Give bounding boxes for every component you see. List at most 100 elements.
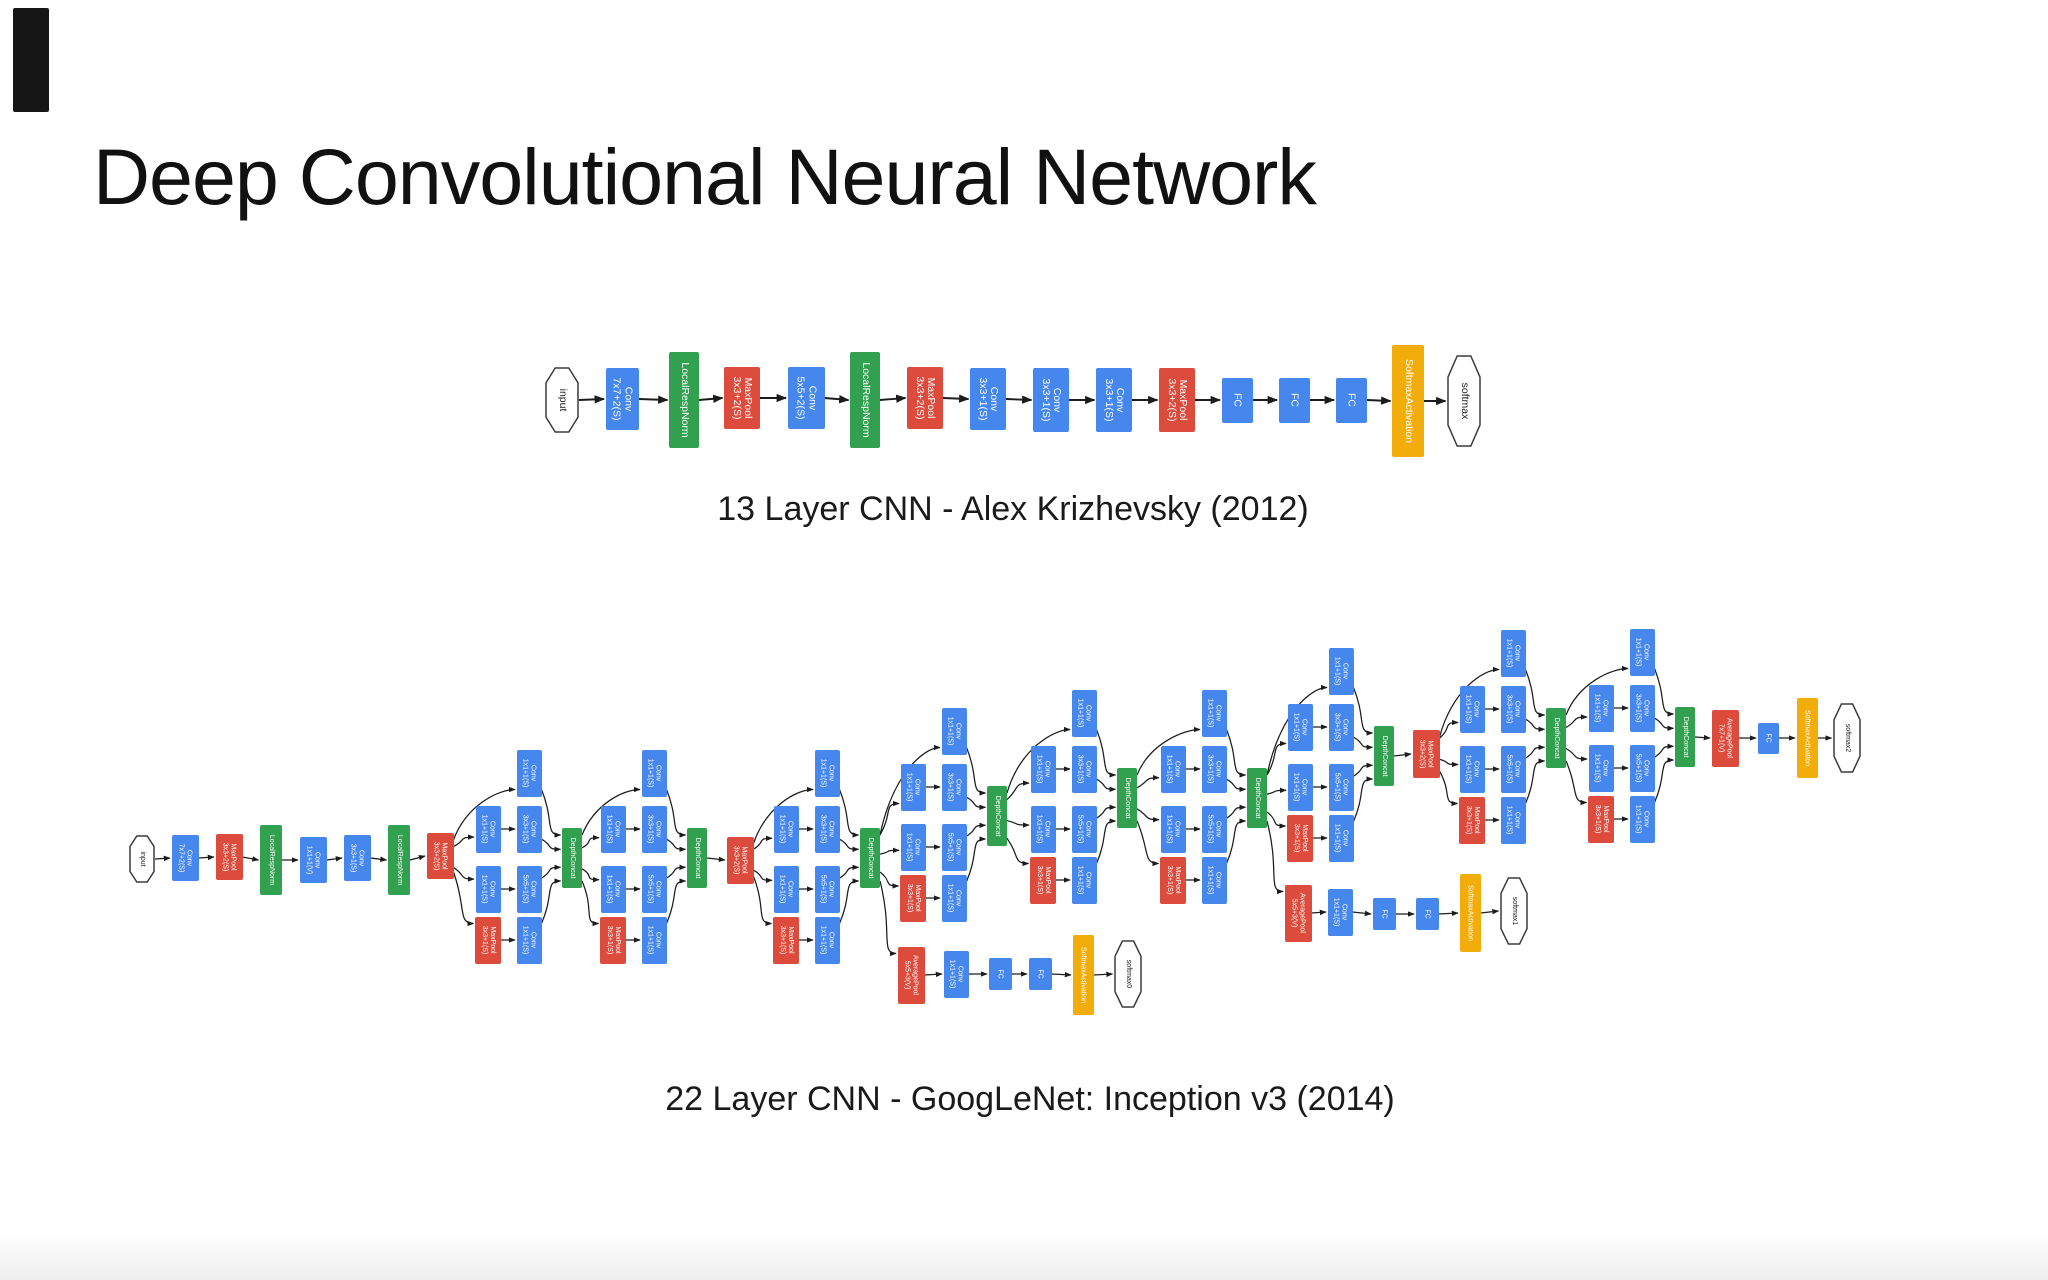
block-label: Conv 1x1+1(S) <box>1036 754 1051 784</box>
arrow-connector <box>198 854 215 861</box>
block-label: Conv 3x3+1(S) <box>522 814 537 844</box>
block-label: FC <box>1345 393 1358 407</box>
block-label: Conv 3x3+1(S) <box>947 772 962 802</box>
conv-block: Conv 1x1+1(S) <box>1287 703 1313 751</box>
arrow-connector <box>879 847 900 855</box>
arrow-connector <box>966 822 987 837</box>
averagepool-block: AveragePool 7x7+1(V) <box>1711 709 1739 767</box>
depthconcat-block: DepthConcat <box>687 828 707 888</box>
octagon-shape <box>129 835 155 883</box>
localrespnorm-block: LocalRespNorm <box>388 825 410 895</box>
arrow-connector <box>1226 778 1247 793</box>
block-label: Conv 1x1+1(S) <box>1166 814 1181 844</box>
maxpool-block: MaxPool 3x3+1(S) <box>600 916 626 964</box>
arrow-connector <box>1311 909 1327 916</box>
block-label: Conv 1x1+1(S) <box>1207 865 1222 895</box>
block-label: Conv 1x1+1(S) <box>779 814 794 844</box>
block-label: FC <box>996 969 1004 979</box>
conv-block: Conv 1x1+1(S) <box>641 749 667 797</box>
conv-block: Conv 5x5+2(S) <box>787 367 825 429</box>
block-label: SoftmaxActivation <box>1079 946 1087 1004</box>
softmax0-node: softmax0 <box>1114 940 1142 1008</box>
block-label: LocalRespNorm <box>267 834 275 886</box>
conv-block: Conv 3x3+1(S) <box>641 805 667 853</box>
block-label: FC <box>1380 909 1388 919</box>
block-label: Conv 1x1+1(S) <box>1207 698 1222 728</box>
conv-block: Conv 1x1+1(S) <box>814 749 840 797</box>
conv-block: Conv 5x5+1(S) <box>814 865 840 913</box>
averagepool-block: AveragePool 5x5+3(V) <box>1284 884 1312 942</box>
maxpool-block: MaxPool 3x3+2(S) <box>215 834 243 880</box>
arrow-connector <box>1352 687 1374 736</box>
block-label: AveragePool 5x5+3(V) <box>904 955 919 995</box>
localrespnorm-block: LocalRespNorm <box>850 352 880 448</box>
arrow-connector <box>665 789 687 838</box>
block-label: Conv 5x5+1(S) <box>947 832 962 862</box>
block-label: Conv 1x1+1(S) <box>647 925 662 955</box>
arrow-connector <box>1366 396 1392 405</box>
block-label: Conv 5x5+1(S) <box>647 874 662 904</box>
arrow-connector <box>666 838 687 853</box>
conv-block: Conv 1x1+1(S) <box>1459 685 1485 733</box>
arrow-connector <box>1006 780 1030 801</box>
conv-block: Conv 3x3+1(S) <box>343 835 371 881</box>
block-label: Conv 1x1+1(S) <box>1334 823 1349 853</box>
arrow-connector <box>1565 747 1588 762</box>
arrow-connector <box>1654 743 1675 758</box>
conv-block: Conv 5x5+1(S) <box>1201 805 1227 853</box>
depthconcat-block: DepthConcat <box>1546 708 1566 768</box>
localrespnorm-block: LocalRespNorm <box>260 825 282 895</box>
arrow-connector <box>581 868 600 883</box>
maxpool-block: MaxPool 3x3+2(S) <box>726 836 754 884</box>
arrow-connector <box>839 864 860 879</box>
octagon-shape <box>1447 355 1481 447</box>
conv-block: Conv 1x1+1(S) <box>941 707 967 755</box>
arrow-connector <box>452 871 475 927</box>
arrow-connector <box>1353 736 1374 751</box>
block-label: Conv 5x5+1(S) <box>1334 772 1349 802</box>
conv-block: Conv 1x1+1(S) <box>1201 689 1227 737</box>
block-label: SoftmaxActivation <box>1402 358 1415 444</box>
arrow-connector <box>1093 971 1114 978</box>
arrow-connector <box>879 800 900 836</box>
arrow-connector <box>1438 770 1459 807</box>
block-label: SoftmaxActivation <box>1803 709 1811 767</box>
maxpool-block: MaxPool 3x3+2(S) <box>907 367 943 429</box>
block-label: MaxPool 3x3+1(S) <box>1594 804 1609 834</box>
arrow-connector <box>1654 717 1675 732</box>
block-label: Conv 1x1+1(S) <box>1166 754 1181 784</box>
block-label: Conv 5x5+1(S) <box>820 874 835 904</box>
block-label: SoftmaxActivation <box>1466 884 1474 942</box>
block-label: Conv 1x1+1(S) <box>1506 805 1521 835</box>
arrow-connector <box>1005 395 1033 404</box>
block-label: FC <box>1288 393 1301 407</box>
arrow-connector <box>326 856 343 862</box>
block-label: MaxPool 3x3+2(S) <box>1419 739 1434 769</box>
block-label: FC <box>1036 969 1044 979</box>
block-label: Conv 1x1+1(S) <box>522 758 537 788</box>
conv-block: Conv 5x5+1(S) <box>1500 745 1526 793</box>
block-label: Conv 3x3+1(S) <box>647 814 662 844</box>
block-label: DepthConcat <box>1380 735 1388 777</box>
arrow-connector <box>1480 908 1500 915</box>
arrow-connector <box>1353 762 1374 777</box>
arrow-connector <box>1006 838 1030 867</box>
arrow-connector <box>453 834 475 848</box>
block-label: AveragePool 7x7+1(V) <box>1718 718 1733 758</box>
softmax2-node: softmax2 <box>1833 703 1861 773</box>
softmaxactivation-block: SoftmaxActivation <box>1796 698 1818 778</box>
block-label: Conv 1x1+1(V) <box>306 845 321 875</box>
conv-block: Conv 1x1+1(S) <box>1588 684 1614 732</box>
arrow-connector <box>1051 971 1072 978</box>
block-label: Conv 1x1+1(S) <box>1333 897 1348 927</box>
block-label: Conv 7x7+2(S) <box>611 377 635 421</box>
arrow-connector <box>541 864 562 879</box>
depthconcat-block: DepthConcat <box>1117 768 1137 828</box>
arrow-connector <box>581 786 641 836</box>
arrow-connector <box>1006 819 1030 828</box>
maxpool-block: MaxPool 3x3+2(S) <box>724 367 760 429</box>
conv-block: Conv 1x1+1(S) <box>516 749 542 797</box>
arrow-connector <box>242 856 260 862</box>
conv-block: Conv 1x1+1(S) <box>1500 796 1526 844</box>
conv-block: Conv 3x3+1(S) <box>941 763 967 811</box>
